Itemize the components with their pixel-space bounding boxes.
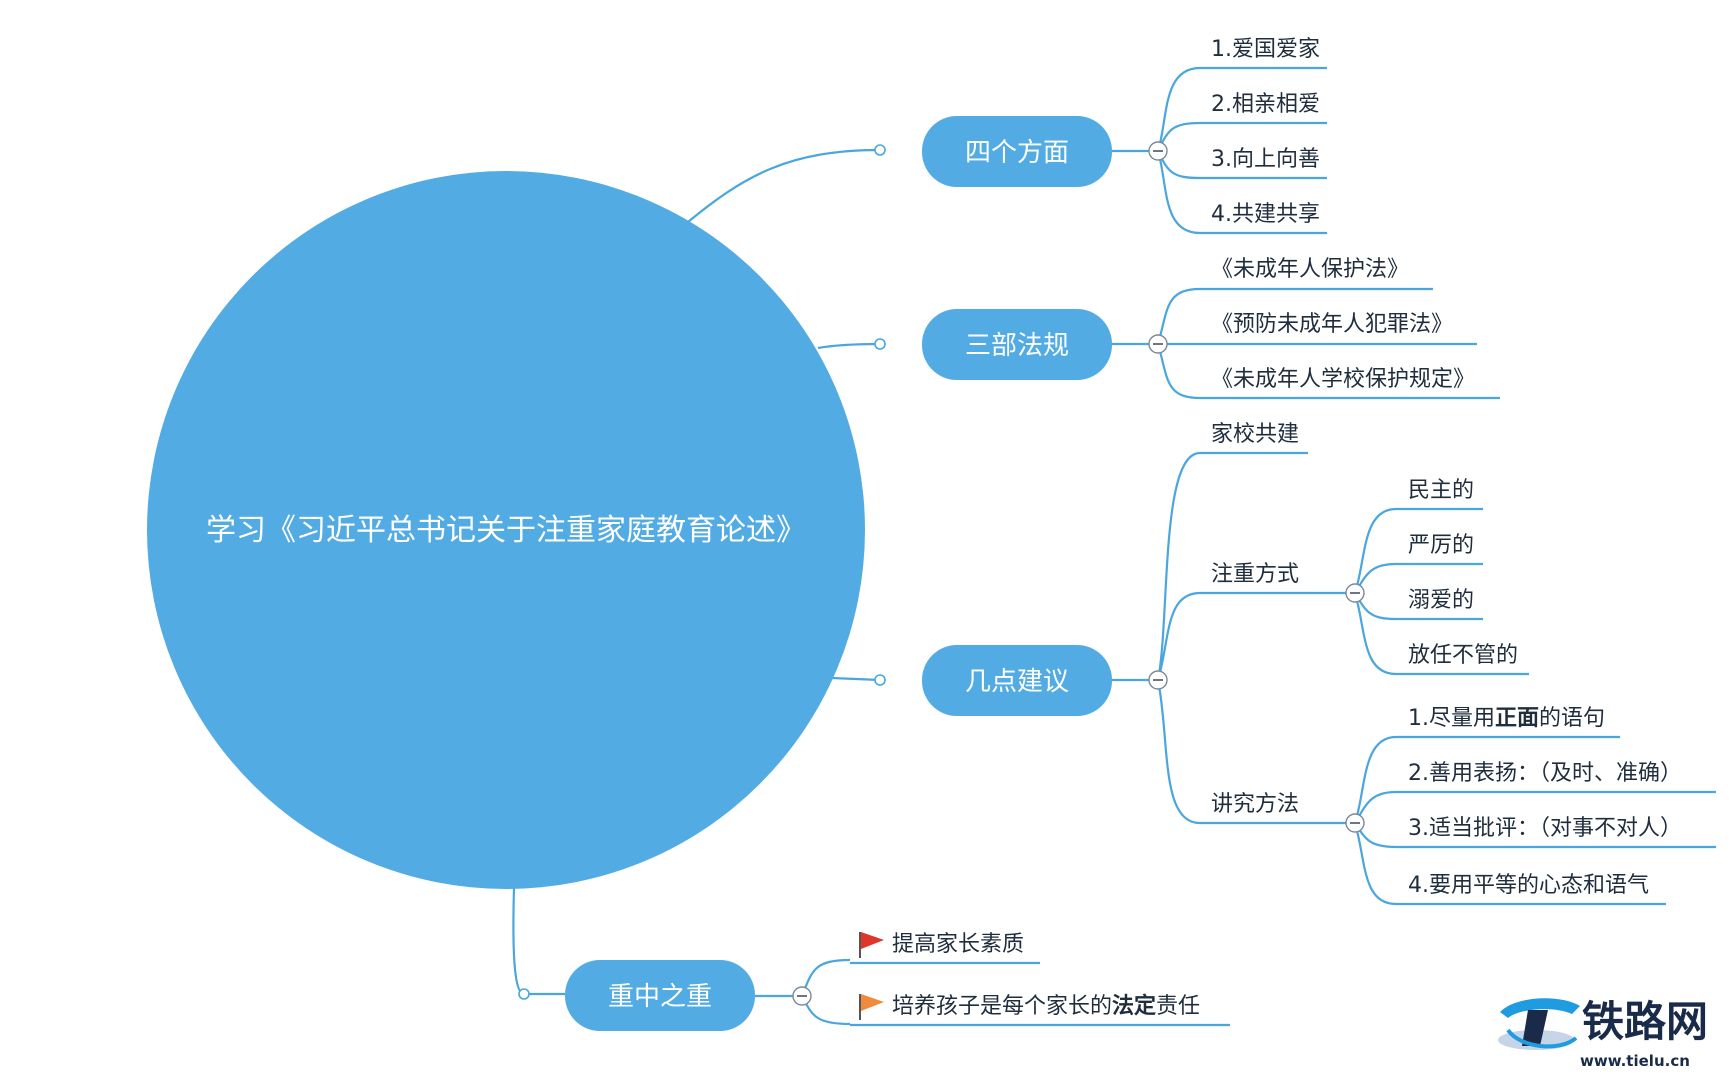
branch-three-laws[interactable]: 三部法规 bbox=[922, 309, 1112, 380]
leaf-fangfa-3[interactable]: 3.适当批评：（对事不对人） bbox=[1396, 816, 1716, 849]
root-label: 学习《习近平总书记关于注重家庭教育论述》 bbox=[206, 513, 806, 548]
branch-laws-pill[interactable] bbox=[922, 309, 1112, 380]
branch-key-priority[interactable]: 重中之重 bbox=[565, 960, 755, 1031]
subbranch-fangfa[interactable]: 讲究方法 bbox=[1200, 792, 1346, 825]
toggle-advice[interactable] bbox=[1148, 670, 1168, 690]
leaf-jiaxiao-label: 家校共建 bbox=[1211, 422, 1299, 447]
branch-advice-label: 几点建议 bbox=[965, 667, 1069, 697]
branch-key-label: 重中之重 bbox=[608, 982, 712, 1012]
leaf-fangshi-1[interactable]: 民主的 bbox=[1396, 478, 1483, 511]
leaf-four-1[interactable]: 1.爱国爱家 bbox=[1200, 37, 1327, 70]
subbranch-fangshi-label: 注重方式 bbox=[1211, 562, 1299, 587]
joint-dot-four bbox=[874, 144, 886, 156]
connector-fangshi-fan bbox=[1353, 507, 1397, 676]
leaf-fangfa-1-label: 1.尽量用正面的语句 bbox=[1408, 706, 1605, 731]
leaf-four-1-label: 1.爱国爱家 bbox=[1211, 37, 1320, 62]
subbranch-fangshi[interactable]: 注重方式 bbox=[1200, 562, 1346, 595]
leaf-four-3[interactable]: 3.向上向善 bbox=[1200, 147, 1327, 180]
leaf-fangfa-3-label: 3.适当批评：（对事不对人） bbox=[1408, 816, 1682, 841]
joint-dot-key bbox=[518, 988, 530, 1000]
connector-root-four bbox=[687, 148, 881, 223]
leaf-key-2[interactable]: 培养孩子是每个家长的法定责任 bbox=[850, 993, 1230, 1027]
toggle-laws[interactable] bbox=[1148, 334, 1168, 354]
leaf-fangshi-1-label: 民主的 bbox=[1408, 478, 1474, 503]
leaf-key-1[interactable]: 提高家长素质 bbox=[850, 932, 1040, 965]
leaf-key-2-bold: 法定 bbox=[1112, 993, 1156, 1019]
subbranch-fangfa-label: 讲究方法 bbox=[1211, 792, 1299, 817]
connector-four-fan bbox=[1156, 66, 1201, 235]
leaf-fangfa-2[interactable]: 2.善用表扬：（及时、准确） bbox=[1396, 761, 1716, 794]
leaf-fangfa-1-bold: 正面 bbox=[1495, 706, 1539, 731]
leaf-key-2-pre: 培养孩子是每个家长的 bbox=[892, 994, 1112, 1019]
leaf-four-4[interactable]: 4.共建共享 bbox=[1200, 202, 1327, 235]
leaf-law-1[interactable]: 《未成年人保护法》 bbox=[1200, 257, 1433, 291]
leaf-fangshi-3[interactable]: 溺爱的 bbox=[1396, 588, 1483, 621]
orange-flag-icon bbox=[859, 994, 884, 1020]
leaf-law-2[interactable]: 《预防未成年人犯罪法》 bbox=[1200, 312, 1477, 346]
leaf-fangfa-4-label: 4.要用平等的心态和语气 bbox=[1408, 873, 1649, 898]
toggle-fangshi[interactable] bbox=[1345, 583, 1365, 603]
connector-advice-fan bbox=[1156, 451, 1201, 825]
leaf-four-2-label: 2.相亲相爱 bbox=[1211, 92, 1320, 117]
leaf-four-4-label: 4.共建共享 bbox=[1211, 202, 1320, 227]
connector-fangfa-fan bbox=[1353, 735, 1397, 906]
joint-dot-advice bbox=[874, 674, 886, 686]
red-flag-icon bbox=[859, 932, 884, 958]
leaf-four-3-label: 3.向上向善 bbox=[1211, 147, 1320, 172]
branch-key-pill[interactable] bbox=[565, 960, 755, 1031]
toggle-key[interactable] bbox=[792, 986, 812, 1006]
tielu-logo-name: 铁路网 bbox=[1582, 997, 1708, 1046]
branch-four-label: 四个方面 bbox=[965, 138, 1069, 168]
leaf-fangfa-1-post: 的语句 bbox=[1539, 706, 1605, 731]
branch-four-pill[interactable] bbox=[922, 116, 1112, 187]
leaf-fangfa-2-label: 2.善用表扬：（及时、准确） bbox=[1408, 761, 1682, 786]
leaf-key-2-post: 责任 bbox=[1156, 994, 1200, 1019]
leaf-fangshi-2-label: 严厉的 bbox=[1408, 533, 1474, 558]
connector-root-advice bbox=[831, 676, 881, 682]
tielu-logo-url: www.tielu.cn bbox=[1580, 1052, 1690, 1070]
leaf-fangshi-2[interactable]: 严厉的 bbox=[1396, 533, 1483, 566]
toggle-four[interactable] bbox=[1148, 141, 1168, 161]
leaf-fangfa-1-pre: 1.尽量用 bbox=[1408, 706, 1495, 731]
leaf-law-3-label: 《未成年人学校保护规定》 bbox=[1211, 367, 1475, 392]
leaf-key-2-label: 培养孩子是每个家长的法定责任 bbox=[892, 993, 1200, 1019]
branch-advice[interactable]: 几点建议 bbox=[922, 645, 1112, 716]
leaf-fangshi-4-label: 放任不管的 bbox=[1408, 643, 1518, 668]
leaf-key-1-label: 提高家长素质 bbox=[892, 932, 1024, 957]
leaf-law-2-label: 《预防未成年人犯罪法》 bbox=[1211, 312, 1453, 337]
branch-laws-label: 三部法规 bbox=[965, 331, 1069, 361]
toggle-fangfa[interactable] bbox=[1345, 813, 1365, 833]
leaf-fangfa-4[interactable]: 4.要用平等的心态和语气 bbox=[1396, 873, 1666, 906]
joint-dot-laws bbox=[874, 338, 886, 350]
leaf-law-3[interactable]: 《未成年人学校保护规定》 bbox=[1200, 367, 1500, 400]
connector-root-laws bbox=[817, 342, 881, 350]
root-node[interactable]: 学习《习近平总书记关于注重家庭教育论述》 bbox=[147, 171, 865, 889]
leaf-fangshi-4[interactable]: 放任不管的 bbox=[1396, 643, 1529, 676]
tielu-logo: 铁路网 www.tielu.cn bbox=[1498, 997, 1708, 1070]
connector-root-key bbox=[512, 887, 525, 996]
branch-four-aspects[interactable]: 四个方面 bbox=[922, 116, 1112, 187]
leaf-four-2[interactable]: 2.相亲相爱 bbox=[1200, 92, 1327, 125]
tielu-logo-icon bbox=[1498, 998, 1580, 1050]
branch-advice-pill[interactable] bbox=[922, 645, 1112, 716]
leaf-law-1-label: 《未成年人保护法》 bbox=[1211, 257, 1409, 282]
leaf-fangfa-1[interactable]: 1.尽量用正面的语句 bbox=[1396, 706, 1620, 739]
leaf-fangshi-3-label: 溺爱的 bbox=[1408, 588, 1474, 613]
leaf-jiaxiao[interactable]: 家校共建 bbox=[1200, 422, 1308, 455]
